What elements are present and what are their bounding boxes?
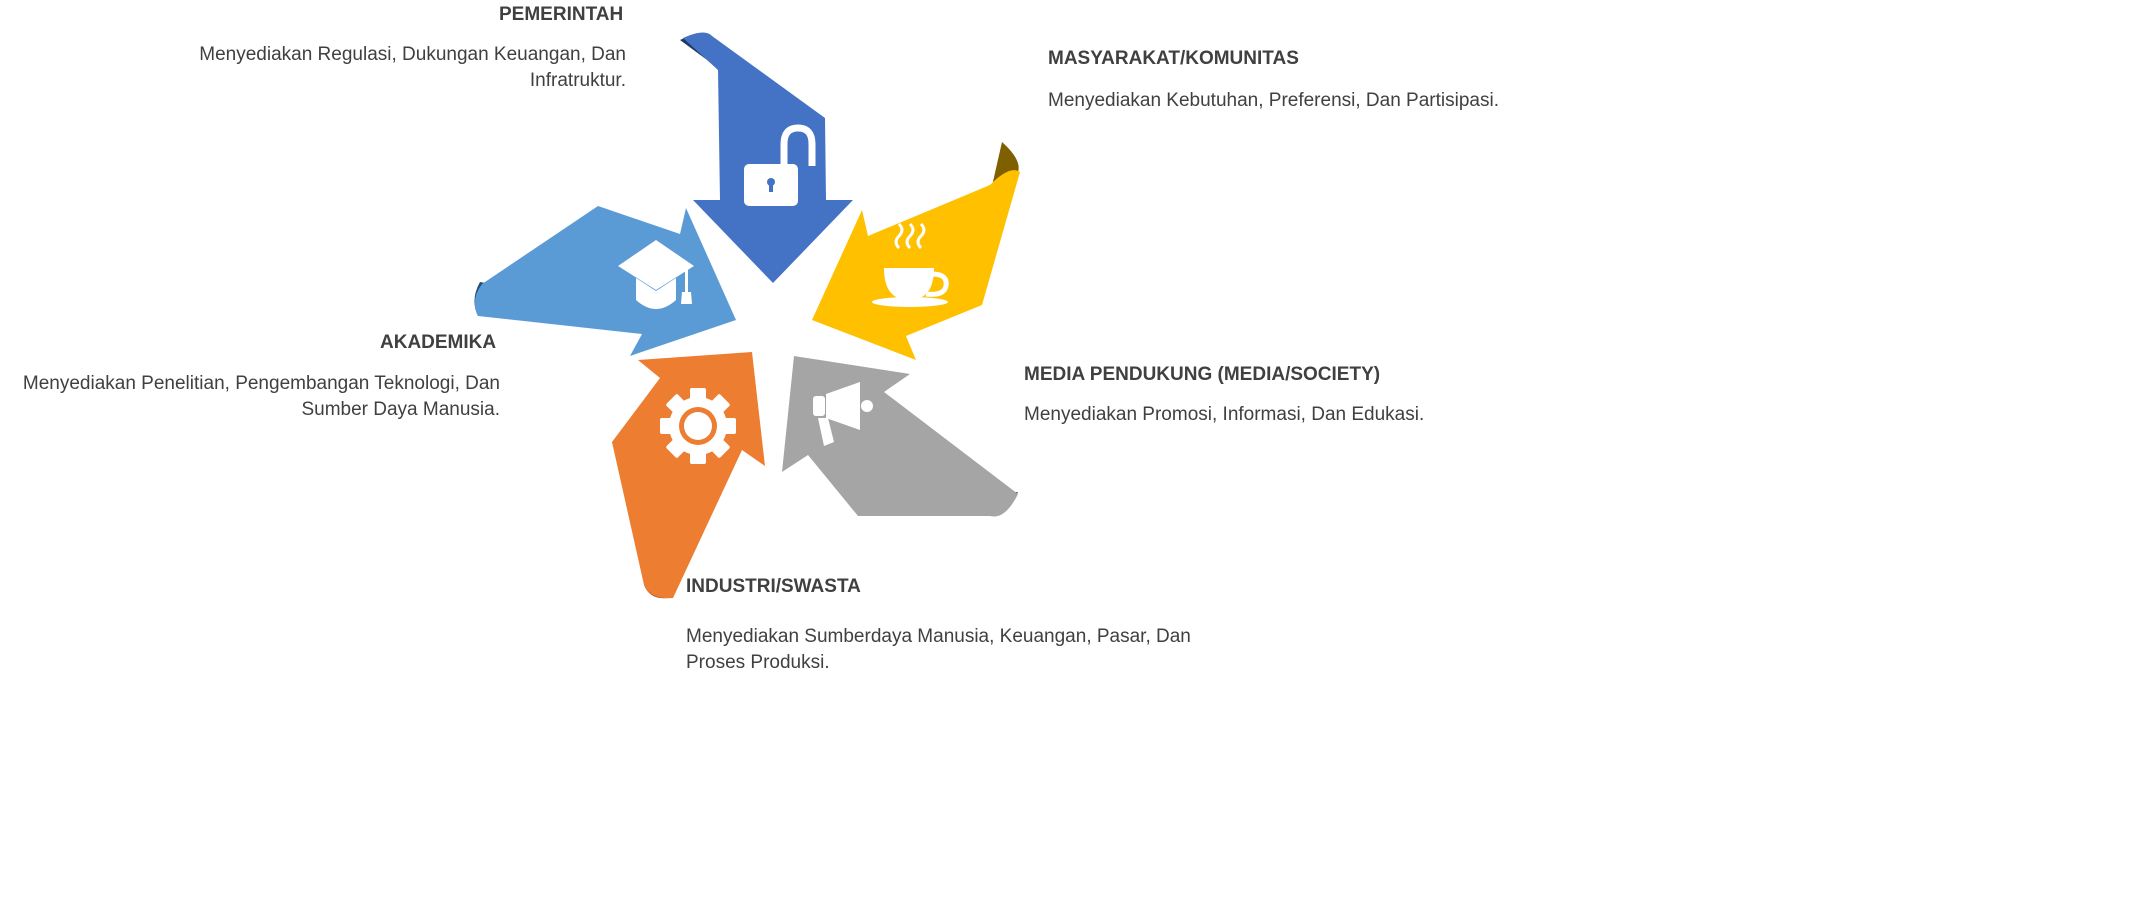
pemerintah-description: Menyediakan Regulasi, Dukungan Keuangan,… <box>199 44 626 91</box>
megaphone-handle <box>818 418 834 446</box>
masyarakat-title: MASYARAKAT/KOMUNITAS <box>1048 48 1299 69</box>
graduation-cap-icon <box>618 240 694 309</box>
coffee-steam-1 <box>894 222 904 250</box>
akademika-title: AKADEMIKA <box>380 332 497 353</box>
akademika-arrow <box>474 206 736 356</box>
industri-arrow-body <box>612 352 765 599</box>
coffee-cup-handle <box>925 271 949 297</box>
megaphone-back <box>813 396 825 416</box>
akademika-arrow-body <box>474 206 736 356</box>
media-title: MEDIA PENDUKUNG (MEDIA/SOCIETY) <box>1024 364 1381 385</box>
masyarakat-description: Menyediakan Kebutuhan, Preferensi, Dan P… <box>1048 90 1499 111</box>
akademika-description: Menyediakan Penelitian, Pengembangan Tek… <box>22 373 500 420</box>
megaphone-cone <box>826 382 860 430</box>
coffee-cup-icon <box>872 222 949 307</box>
media-arrow-body <box>782 356 1018 517</box>
media-arrow <box>782 356 1018 517</box>
cap-board <box>618 240 694 290</box>
coffee-cup-body <box>884 268 934 300</box>
media-description: Menyediakan Promosi, Informasi, Dan Eduk… <box>1024 404 1425 425</box>
pemerintah-title: PEMERINTAH <box>499 4 624 25</box>
masyarakat-arrow <box>812 142 1020 360</box>
megaphone-icon <box>813 382 873 446</box>
coffee-steam-2 <box>905 222 915 250</box>
industri-description: Menyediakan Sumberdaya Manusia, Keuangan… <box>686 626 1191 673</box>
padlock-shackle <box>780 124 816 166</box>
cap-tassel-cord <box>685 270 688 292</box>
industri-arrow <box>612 352 765 599</box>
cap-base <box>636 278 676 309</box>
gear-icon <box>660 388 736 464</box>
coffee-steam-3 <box>916 222 926 250</box>
padlock-icon <box>744 124 816 206</box>
coffee-saucer <box>872 297 948 307</box>
pemerintah-arrow-body <box>683 32 853 283</box>
masyarakat-arrow-body <box>812 170 1020 360</box>
industri-title: INDUSTRI/SWASTA <box>686 576 861 597</box>
pentahelix-diagram <box>474 32 1020 599</box>
pemerintah-arrow <box>680 32 853 283</box>
padlock-keyhole-slot <box>769 182 773 192</box>
cap-tassel <box>681 292 692 304</box>
gear-hub <box>684 412 712 440</box>
megaphone-sound <box>861 400 873 412</box>
